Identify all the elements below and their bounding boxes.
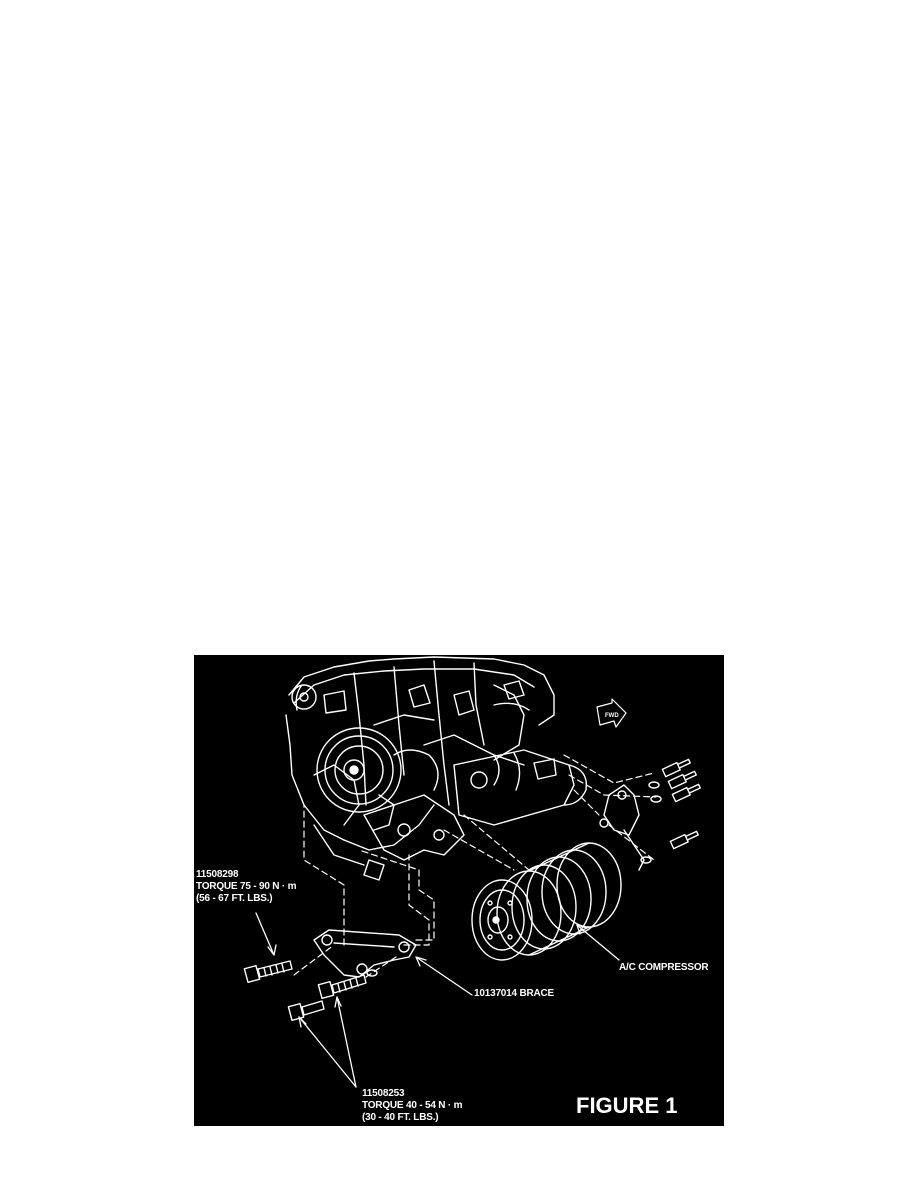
- bolt-upper-torque-imperial: (56 - 67 FT. LBS.): [196, 893, 273, 904]
- svg-text:FWD: FWD: [605, 713, 619, 719]
- engine-line-art: FWD: [243, 656, 701, 1088]
- brace-callout: 10137014 BRACE: [474, 988, 554, 1000]
- leader-lines: [255, 912, 620, 1088]
- bolt-lower-torque-imperial: (30 - 40 FT. LBS.): [362, 1112, 439, 1123]
- assembly-dashed-lines: [293, 754, 657, 978]
- figure-title: FIGURE 1: [576, 1093, 678, 1118]
- bolt-lower-callout: 11508253 TORQUE 40 - 54 N · m (30 - 40 F…: [362, 1088, 462, 1124]
- brace-part: [313, 929, 417, 978]
- bolt-upper-torque-metric: TORQUE 75 - 90 N · m: [196, 881, 297, 892]
- compressor-callout: A/C COMPRESSOR: [619, 962, 709, 974]
- water-pump-pulley: [316, 727, 402, 813]
- bolt-upper-part-number: 11508298: [196, 869, 239, 880]
- upper-right-bolts: [640, 758, 701, 864]
- bolt-upper-callout: 11508298 TORQUE 75 - 90 N · m (56 - 67 F…: [196, 869, 296, 905]
- front-direction-arrow-icon: FWD: [596, 698, 627, 728]
- idler-pulley: [291, 684, 317, 710]
- mounting-bracket: [363, 794, 465, 881]
- figure-1-diagram: FWD: [194, 655, 724, 1126]
- bolt-11508253-lower: [287, 1000, 325, 1022]
- bolt-11508253-upper: [317, 974, 367, 1000]
- bolt-11508298: [243, 960, 293, 984]
- alternator-body: [453, 749, 588, 826]
- bolt-lower-torque-metric: TORQUE 40 - 54 N · m: [362, 1100, 463, 1111]
- brace-label: 10137014 BRACE: [474, 988, 555, 999]
- upper-mounting-plate: [599, 784, 645, 871]
- engine-block: [285, 656, 555, 866]
- compressor-label: A/C COMPRESSOR: [619, 962, 709, 973]
- bolt-lower-part-number: 11508253: [362, 1088, 405, 1099]
